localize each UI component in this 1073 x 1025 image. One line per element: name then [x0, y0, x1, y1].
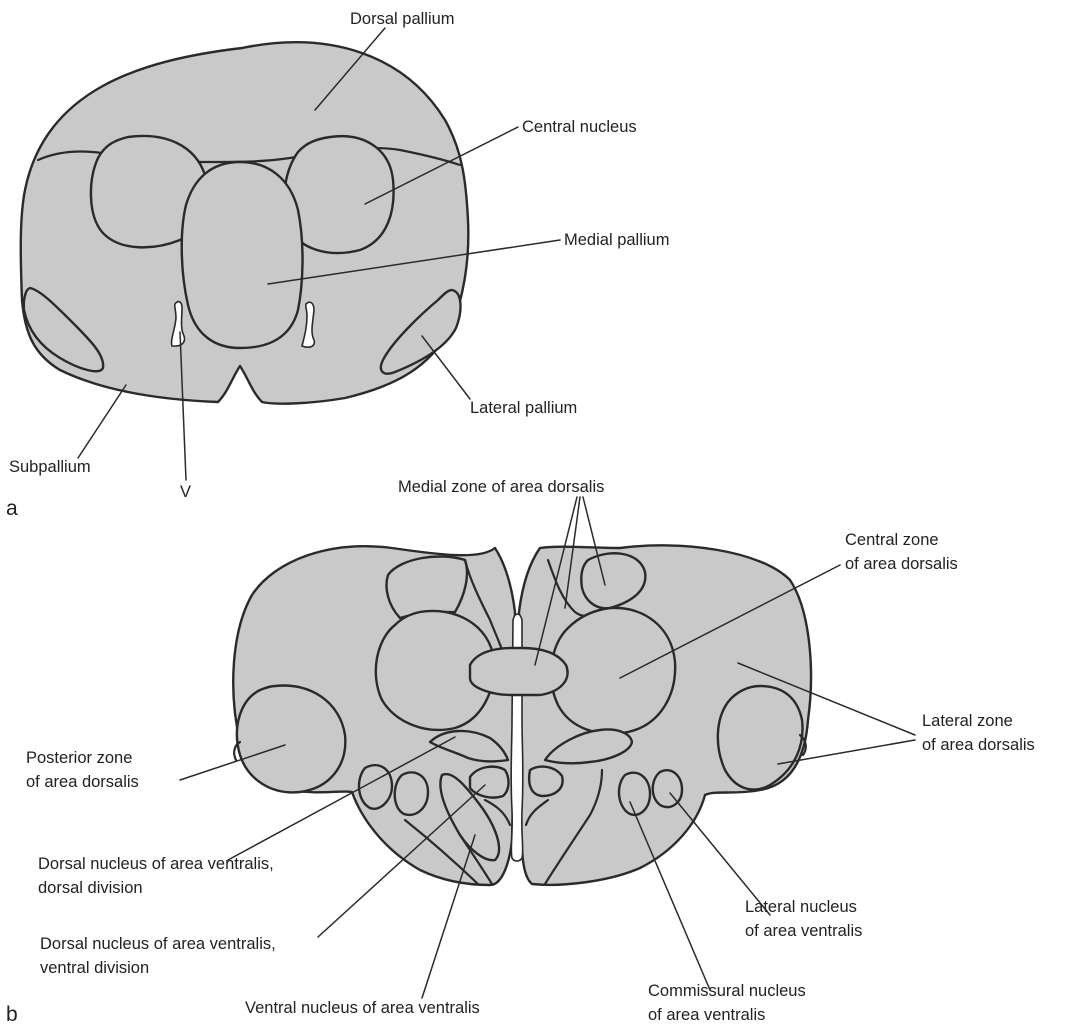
panel-b-diagram: [233, 545, 811, 885]
label-lateral-zone-line1: Lateral zone: [922, 712, 1013, 730]
label-central-zone-line1: Central zone: [845, 531, 939, 549]
label-medial-zone: Medial zone of area dorsalis: [398, 478, 604, 496]
leader-lateral-pallium: [422, 336, 470, 399]
label-ventral-nucleus: Ventral nucleus of area ventralis: [245, 999, 480, 1017]
panel-a-diagram: [21, 42, 469, 403]
label-central-zone-line2: of area dorsalis: [845, 555, 958, 573]
label-posterior-zone-line2: of area dorsalis: [26, 773, 139, 791]
label-dorsal-nucleus-vd-line1: Dorsal nucleus of area ventralis,: [40, 935, 276, 953]
label-lateral-nucleus-line1: Lateral nucleus: [745, 898, 857, 916]
lateral-nucleus-left: [395, 772, 428, 814]
label-dorsal-pallium: Dorsal pallium: [350, 10, 455, 28]
label-commissural-nucleus-line1: Commissural nucleus: [648, 982, 806, 1000]
panel-b-letter: b: [6, 1003, 18, 1025]
label-dorsal-nucleus-dd-line1: Dorsal nucleus of area ventralis,: [38, 855, 274, 873]
label-posterior-zone-line1: Posterior zone: [26, 749, 132, 767]
label-central-nucleus: Central nucleus: [522, 118, 637, 136]
leader-lateral-nucleus: [670, 793, 770, 915]
panel-a-letter: a: [6, 497, 18, 520]
leader-subpallium: [78, 385, 126, 458]
commissural-nucleus-right: [619, 773, 650, 815]
label-lateral-nucleus-line2: of area ventralis: [745, 922, 862, 940]
ventral-division-right: [529, 767, 562, 796]
central-zone-right: [551, 608, 675, 734]
label-lateral-pallium: Lateral pallium: [470, 399, 577, 417]
posterior-zone-left: [237, 685, 345, 792]
label-medial-pallium: Medial pallium: [564, 231, 669, 249]
medial-pallium-region: [182, 162, 303, 348]
label-dorsal-nucleus-dd-line2: dorsal division: [38, 879, 143, 897]
medial-zone-left: [387, 556, 467, 618]
label-commissural-nucleus-line2: of area ventralis: [648, 1006, 765, 1024]
label-ventricle: V: [180, 483, 191, 501]
label-lateral-zone-line2: of area dorsalis: [922, 736, 1035, 754]
label-subpallium: Subpallium: [9, 458, 91, 476]
label-dorsal-nucleus-vd-line2: ventral division: [40, 959, 149, 977]
medial-zone-central-lobe: [470, 648, 568, 695]
